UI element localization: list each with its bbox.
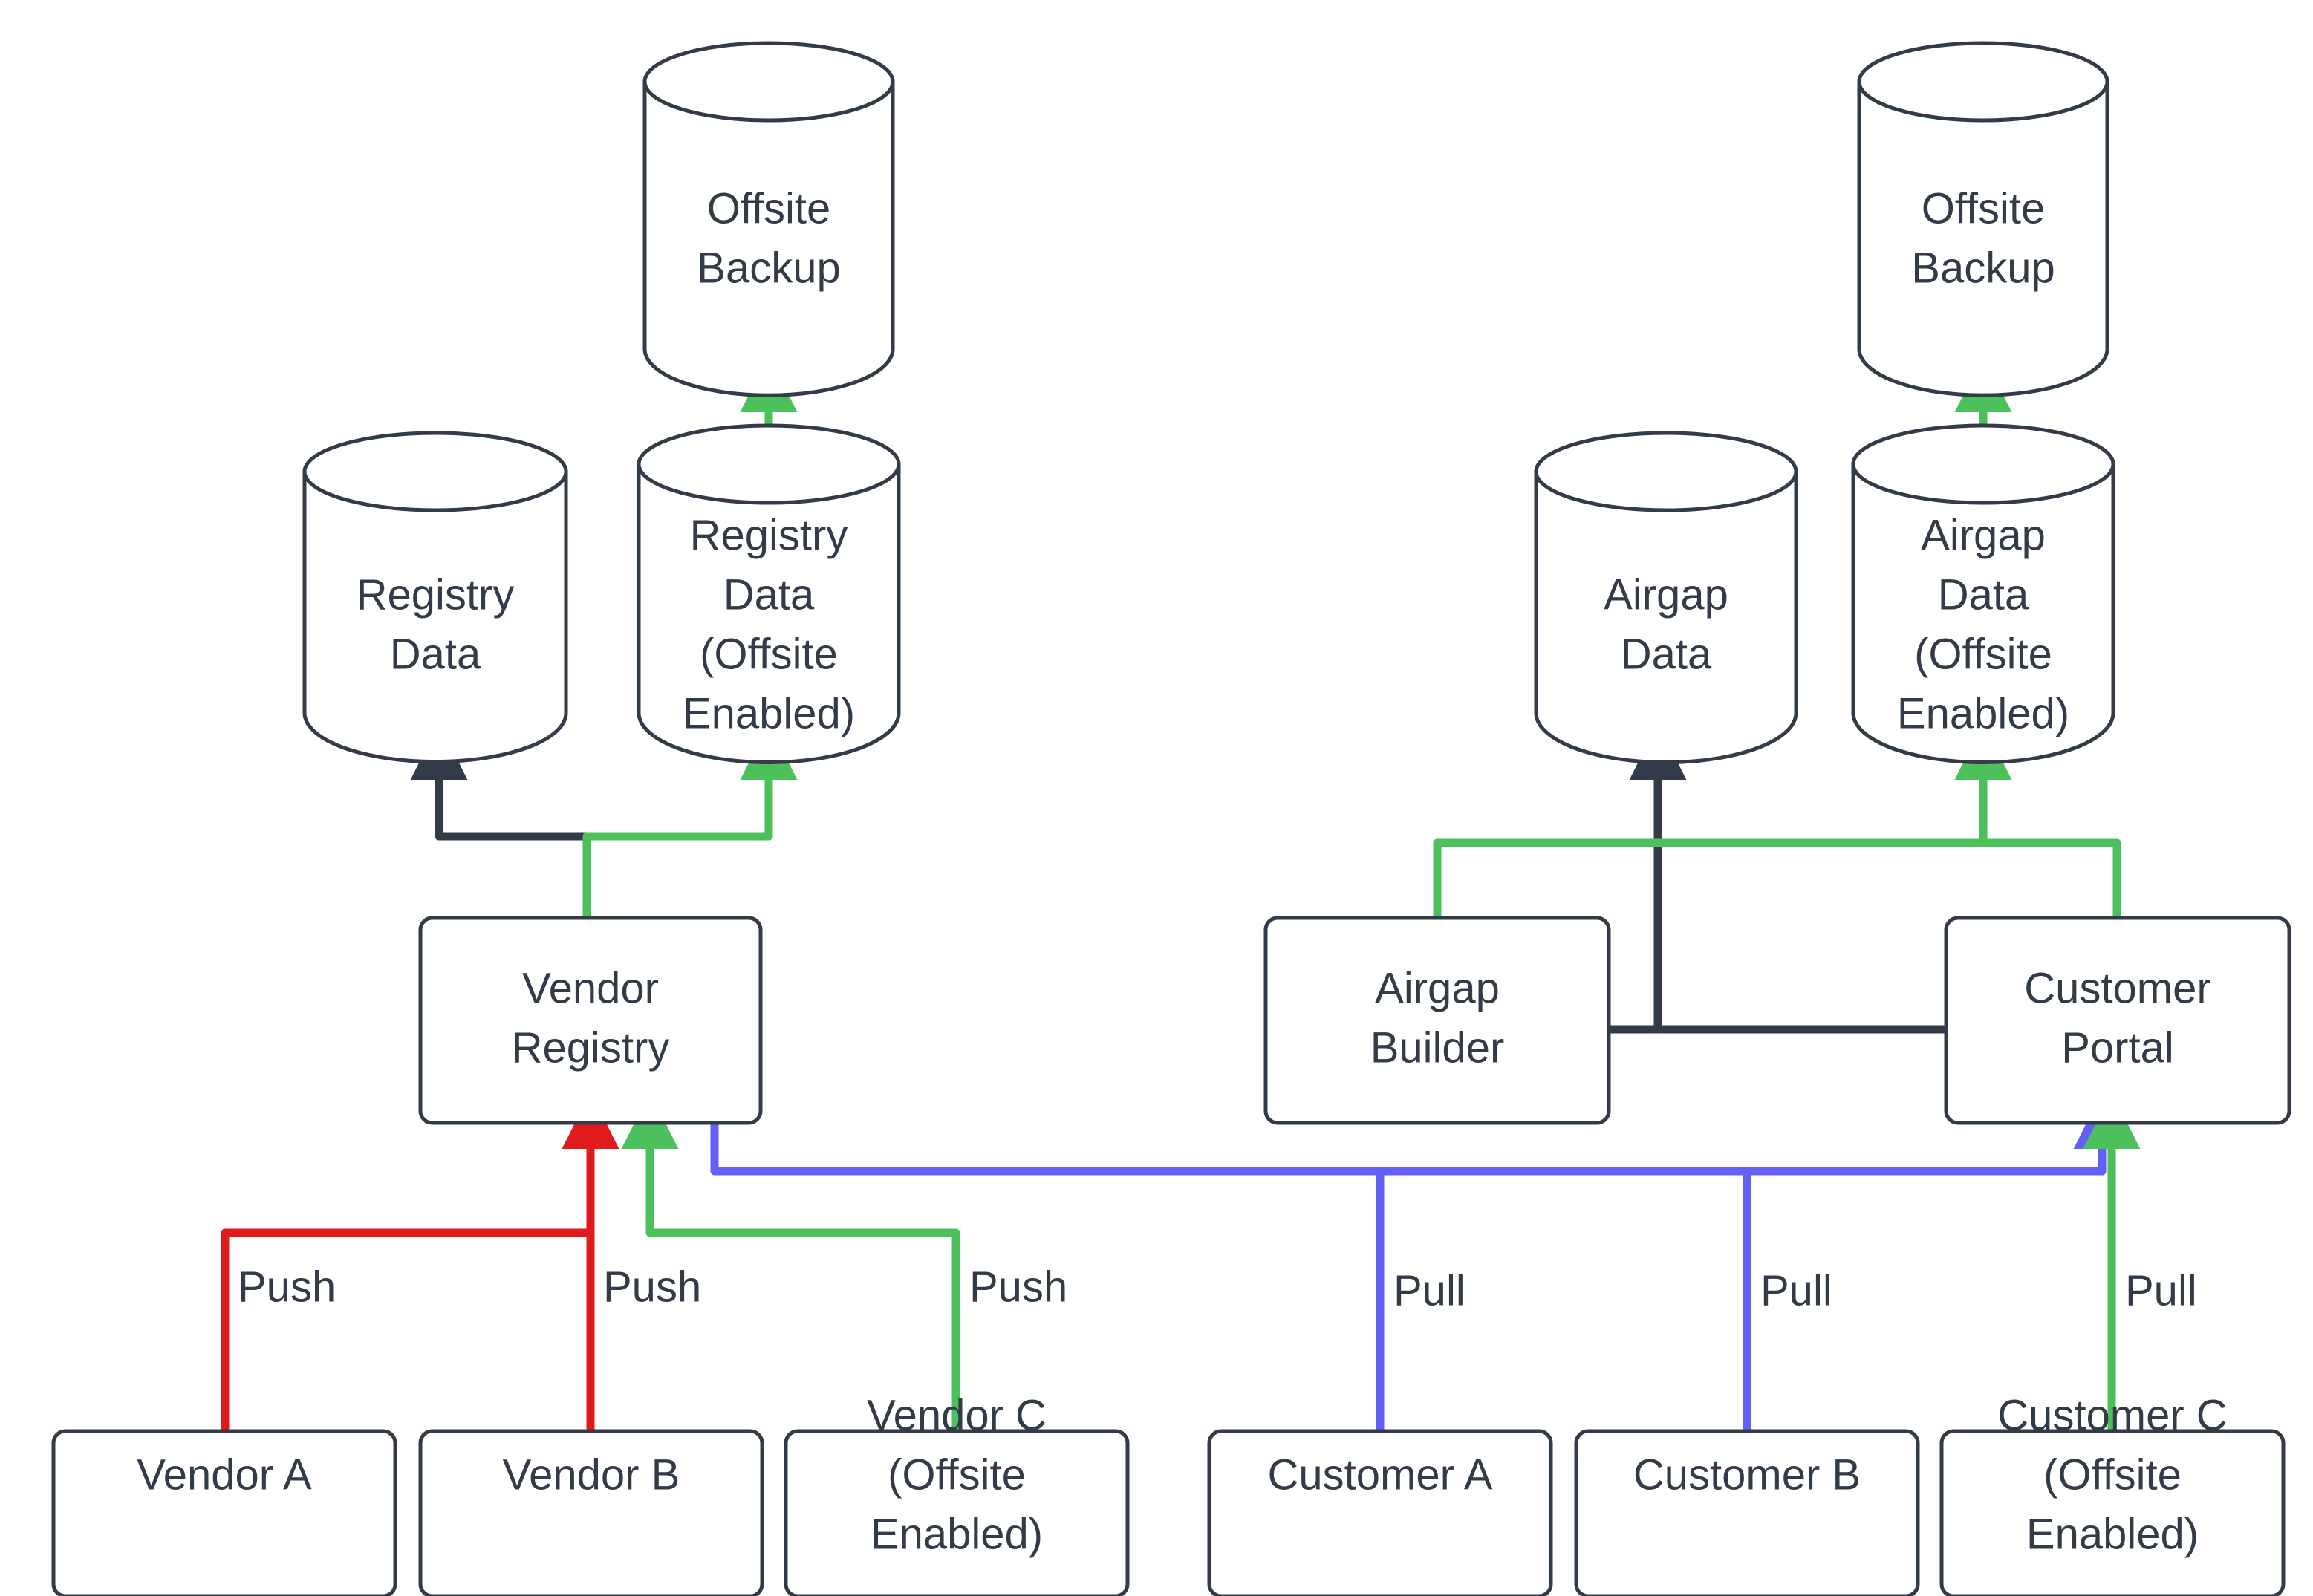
node-label: Offsite [707,184,831,232]
node-airgap-data[interactable]: Airgap Data [1534,431,1798,764]
node-vendor-c[interactable]: Vendor C (Offsite Enabled) [784,1391,1130,1596]
node-registry-data[interactable]: Registry Data [302,431,568,764]
node-label: Builder [1370,1023,1505,1072]
node-registry-data-offsite[interactable]: Registry Data (Offsite Enabled) [637,423,901,764]
node-label: Enabled) [871,1510,1043,1558]
edge-customer-portal-to-airgap-data-offsite [1954,723,2121,922]
node-label: Data [390,630,481,678]
edge-label-vendor-b-push: Push [603,1263,701,1311]
node-customer-c[interactable]: Customer C (Offsite Enabled) [1939,1391,2286,1596]
node-label: Vendor [522,964,659,1012]
edge-vendor-registry-to-registry-data-offsite [582,723,798,922]
node-label: Customer B [1633,1450,1861,1499]
edge-vendor-c-to-vendor-registry [621,1092,960,1436]
node-airgap-data-offsite[interactable]: Airgap Data (Offsite Enabled) [1851,423,2115,764]
node-label: Enabled) [1897,689,2069,737]
node-label: Registry [690,511,848,559]
node-label: Backup [697,244,840,292]
node-label: Enabled) [2026,1510,2199,1558]
node-label: Backup [1911,244,2055,292]
node-airgap-builder[interactable]: Airgap Builder [1263,916,1611,1125]
node-label: Customer [2024,964,2210,1012]
node-vendor-b[interactable]: Vendor B [418,1429,764,1596]
node-label: Enabled) [683,689,855,737]
node-label: Vendor C [867,1391,1047,1439]
edge-airgap-builder-to-airgap-data-offsite [1433,723,2012,922]
edge-vendor-registry-to-registry-data [410,723,591,922]
edge-customer-portal-to-airgap-data [1629,723,1951,1034]
node-customer-b[interactable]: Customer B [1574,1429,1920,1596]
node-label: (Offsite [1914,630,2052,678]
node-label: (Offsite [700,630,838,678]
node-label: (Offsite [2043,1450,2182,1499]
node-label: Data [1621,630,1712,678]
edge-blue-long-run [710,1118,2107,1176]
node-label: Vendor B [503,1450,680,1499]
node-label: Vendor A [137,1450,312,1499]
node-offsite-backup-right[interactable]: Offsite Backup [1857,41,2109,397]
edge-label-vendor-c-push: Push [969,1263,1067,1311]
node-label: Airgap [1604,570,1728,619]
node-label: Data [1938,570,2029,619]
node-label: Customer C [1997,1391,2227,1439]
node-vendor-a[interactable]: Vendor A [51,1429,397,1596]
node-label: Airgap [1921,511,2046,559]
node-label: Data [723,570,815,619]
node-label: Registry [357,570,515,619]
node-customer-a[interactable]: Customer A [1207,1429,1553,1596]
node-label: Offsite [1922,184,2046,232]
node-offsite-backup-left[interactable]: Offsite Backup [642,41,895,397]
node-label: Registry [512,1023,670,1072]
edge-label-customer-b-pull: Pull [1760,1266,1832,1315]
node-label: Portal [2061,1023,2174,1072]
node-label: (Offsite [888,1450,1026,1499]
node-label: Customer A [1268,1450,1493,1499]
node-label: Airgap [1375,964,1500,1012]
node-vendor-registry[interactable]: Vendor Registry [418,916,763,1125]
edge-label-vendor-a-push: Push [238,1263,336,1311]
edge-label-customer-c-pull: Pull [2125,1266,2197,1315]
edge-label-customer-a-pull: Pull [1393,1266,1465,1315]
node-customer-portal[interactable]: Customer Portal [1944,916,2291,1125]
